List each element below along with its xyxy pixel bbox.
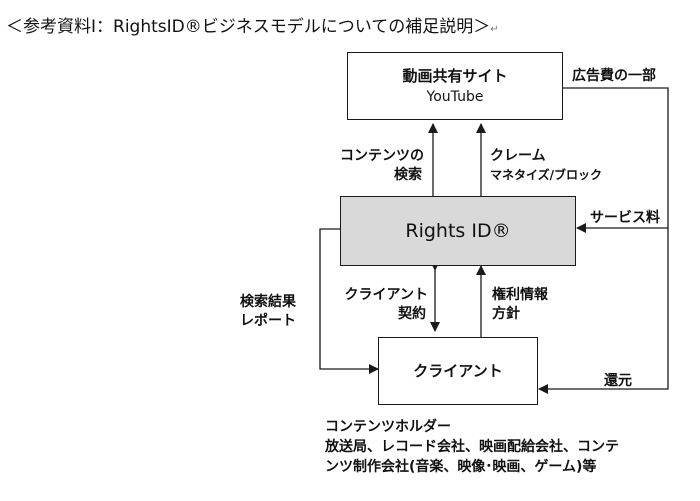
node-client: クライアント	[378, 337, 538, 405]
label-return: 還元	[604, 373, 632, 389]
page-title: ＜参考資料Ⅰ：RightsID®ビジネスモデルについての補足説明＞↵	[6, 17, 499, 37]
label-client-contract: クライアント 契約	[344, 287, 428, 322]
label-service-fee: サービス料	[590, 210, 660, 226]
content-holder-line2: ンツ制作会社(音楽、映像･映画、ゲーム)等	[325, 459, 597, 475]
edge-search-report	[319, 228, 379, 374]
label-content-search: コンテンツの 検索	[340, 148, 424, 183]
return-mark: ↵	[490, 24, 499, 35]
content-holder-title: コンテンツホルダー	[325, 419, 451, 435]
node-youtube-subtitle: YouTube	[426, 89, 484, 105]
label-rights-policy: 権利情報 方針	[492, 287, 548, 322]
content-holder-line1: 放送局、レコード会社、映画配給会社、コンテ	[325, 439, 619, 455]
label-ad-revenue: 広告費の一部	[572, 68, 656, 84]
node-rightsid-label: Rights ID®	[405, 220, 511, 242]
edge-return	[538, 228, 669, 394]
content-holder-description: コンテンツホルダー 放送局、レコード会社、映画配給会社、コンテ ンツ制作会社(音…	[325, 417, 619, 477]
node-youtube-title: 動画共有サイト	[402, 67, 508, 85]
label-claim: クレーム マネタイズ/ブロック	[490, 148, 603, 182]
node-client-label: クライアント	[413, 361, 503, 380]
node-rightsid: Rights ID®	[340, 196, 576, 266]
label-search-report: 検索結果 レポート	[240, 294, 296, 329]
node-youtube: 動画共有サイト YouTube	[347, 52, 563, 120]
edge-ad-revenue	[563, 87, 669, 233]
